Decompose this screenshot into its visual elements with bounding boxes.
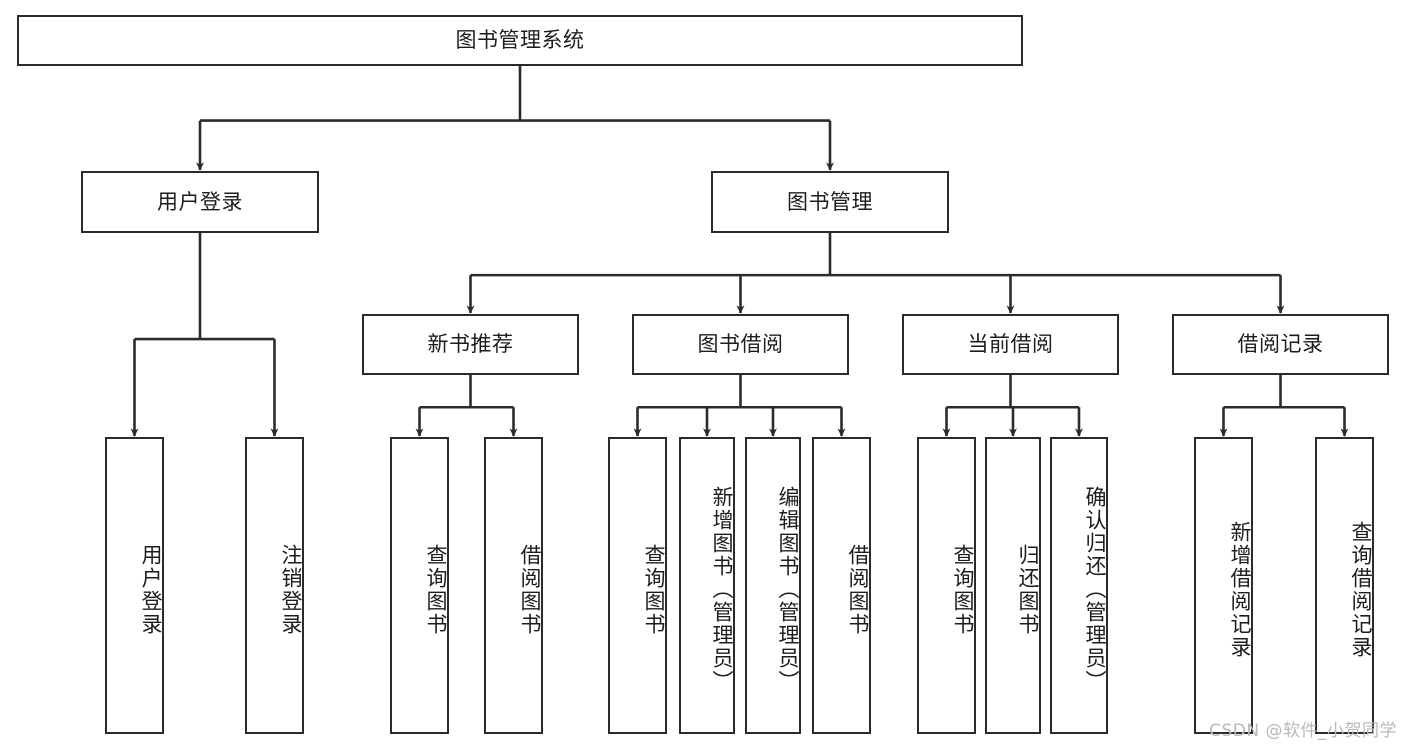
node-label: 查询图书 (642, 543, 666, 636)
node-l-return[interactable]: 归还图书 (985, 437, 1041, 734)
node-l-addrec[interactable]: 新增借阅记录 (1194, 437, 1253, 734)
node-label: 借阅图书 (518, 543, 542, 636)
node-label: 归还图书 (1016, 543, 1040, 636)
node-borrow[interactable]: 图书借阅 (632, 314, 849, 375)
node-l-confirm[interactable]: 确认归还（管理员） (1050, 437, 1108, 734)
node-l-edit[interactable]: 编辑图书（管理员） (745, 437, 801, 734)
node-label: 当前借阅 (967, 332, 1054, 357)
node-newbook[interactable]: 新书推荐 (362, 314, 579, 375)
node-l-login[interactable]: 用户登录 (105, 437, 164, 734)
node-l-add[interactable]: 新增图书（管理员） (679, 437, 735, 734)
node-login[interactable]: 用户登录 (81, 171, 319, 233)
node-label: 图书管理 (787, 189, 873, 214)
node-l-query3[interactable]: 查询图书 (917, 437, 976, 734)
node-l-queryrec[interactable]: 查询借阅记录 (1315, 437, 1374, 734)
node-root[interactable]: 图书管理系统 (17, 15, 1023, 66)
node-label: 用户登录 (139, 543, 163, 636)
node-label: 编辑图书（管理员） (776, 486, 800, 693)
node-l-logout[interactable]: 注销登录 (245, 437, 304, 734)
node-label: 注销登录 (279, 543, 303, 636)
csdn-watermark: CSDN @软件_小贺同学 (1209, 721, 1397, 741)
node-label: 图书管理系统 (455, 28, 585, 53)
node-label: 查询借阅记录 (1349, 520, 1373, 659)
node-label: 新书推荐 (427, 332, 514, 357)
node-bookmgr[interactable]: 图书管理 (711, 171, 949, 233)
node-label: 查询图书 (951, 543, 975, 636)
node-l-borrow1[interactable]: 借阅图书 (484, 437, 543, 734)
node-label: 查询图书 (424, 543, 448, 636)
node-current[interactable]: 当前借阅 (902, 314, 1119, 375)
node-label: 新增借阅记录 (1228, 520, 1252, 659)
node-label: 图书借阅 (697, 332, 784, 357)
node-l-borrow2[interactable]: 借阅图书 (812, 437, 871, 734)
node-label: 借阅记录 (1237, 332, 1324, 357)
node-label: 新增图书（管理员） (710, 486, 734, 693)
node-label: 用户登录 (157, 189, 243, 214)
node-l-query1[interactable]: 查询图书 (390, 437, 449, 734)
node-l-query2[interactable]: 查询图书 (608, 437, 667, 734)
node-records[interactable]: 借阅记录 (1172, 314, 1389, 375)
node-label: 借阅图书 (846, 543, 870, 636)
node-label: 确认归还（管理员） (1083, 486, 1107, 693)
